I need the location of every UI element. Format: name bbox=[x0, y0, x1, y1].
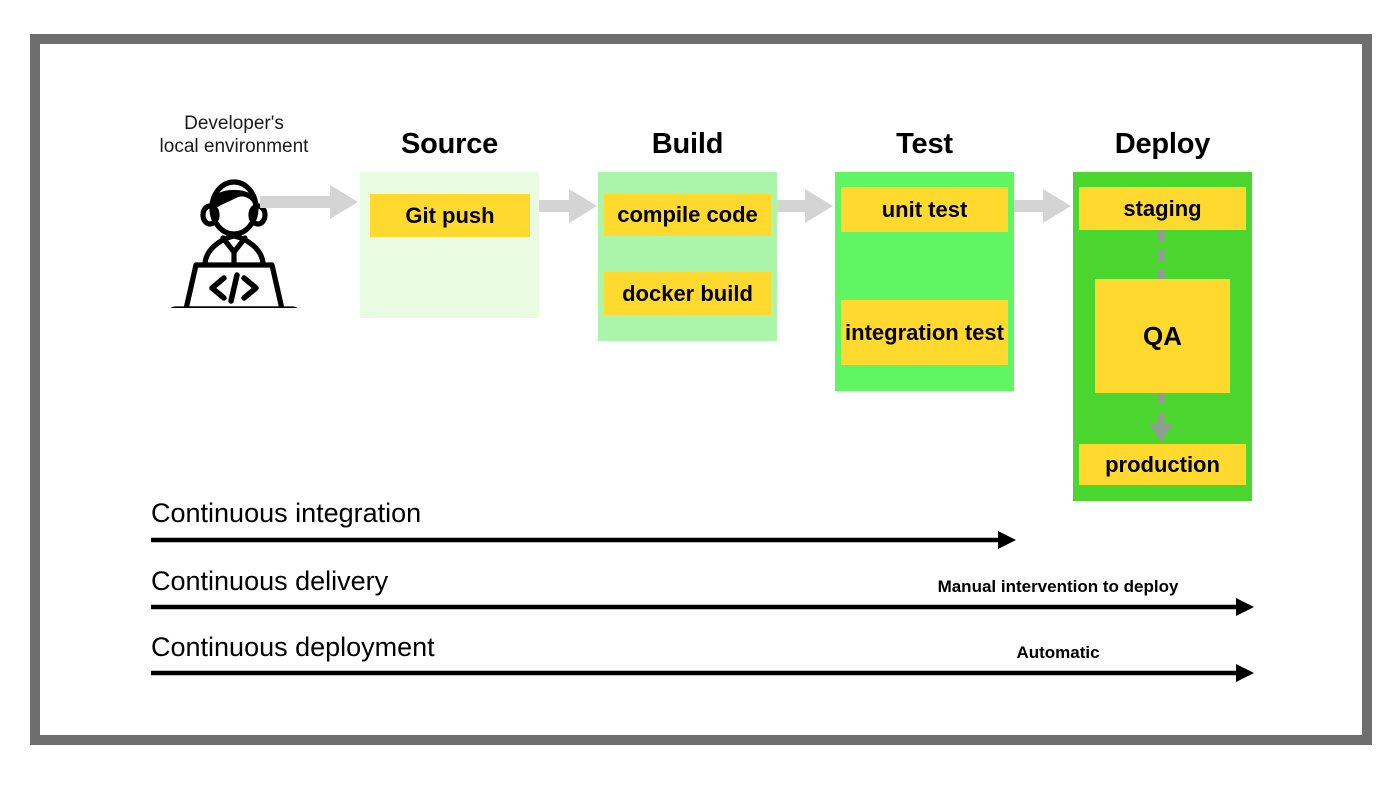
chip-production[interactable]: production bbox=[1079, 444, 1246, 485]
developer-environment-label: Developer's local environment bbox=[159, 113, 309, 157]
phase-label-continuous-deployment: Continuous deployment bbox=[151, 632, 435, 662]
chip-docker-build[interactable]: docker build bbox=[604, 272, 771, 315]
chip-compile-code[interactable]: compile code bbox=[604, 194, 771, 236]
phase-arrow-continuous-integration bbox=[151, 531, 1016, 549]
phase-label-continuous-integration: Continuous integration bbox=[151, 498, 422, 528]
phase-note-manual-intervention: Manual intervention to deploy bbox=[937, 577, 1179, 596]
chip-staging[interactable]: staging bbox=[1079, 187, 1246, 230]
stage-title-test: Test bbox=[896, 128, 953, 160]
phase-arrow-continuous-delivery bbox=[151, 598, 1254, 616]
stage-title-build: Build bbox=[651, 128, 724, 160]
stage-title-deploy: Deploy bbox=[1114, 128, 1211, 160]
chip-git-push[interactable]: Git push bbox=[370, 194, 530, 237]
phase-note-automatic: Automatic bbox=[1016, 643, 1100, 662]
connector-arrow-source-to-build bbox=[539, 186, 601, 231]
dashed-arrow-qa-to-production bbox=[1147, 393, 1175, 450]
chip-unit-test[interactable]: unit test bbox=[841, 187, 1008, 232]
connector-arrow-developer-to-source bbox=[258, 182, 364, 227]
stage-title-source: Source bbox=[400, 128, 499, 160]
phase-arrow-continuous-deployment bbox=[151, 664, 1254, 682]
phase-label-continuous-delivery: Continuous delivery bbox=[151, 566, 389, 596]
connector-arrow-build-to-test bbox=[777, 186, 837, 231]
chip-qa[interactable]: QA bbox=[1095, 279, 1230, 393]
dashed-line-staging-to-qa bbox=[1155, 230, 1167, 287]
connector-arrow-test-to-deploy bbox=[1013, 186, 1075, 231]
chip-integration-test[interactable]: integration test bbox=[841, 300, 1008, 365]
